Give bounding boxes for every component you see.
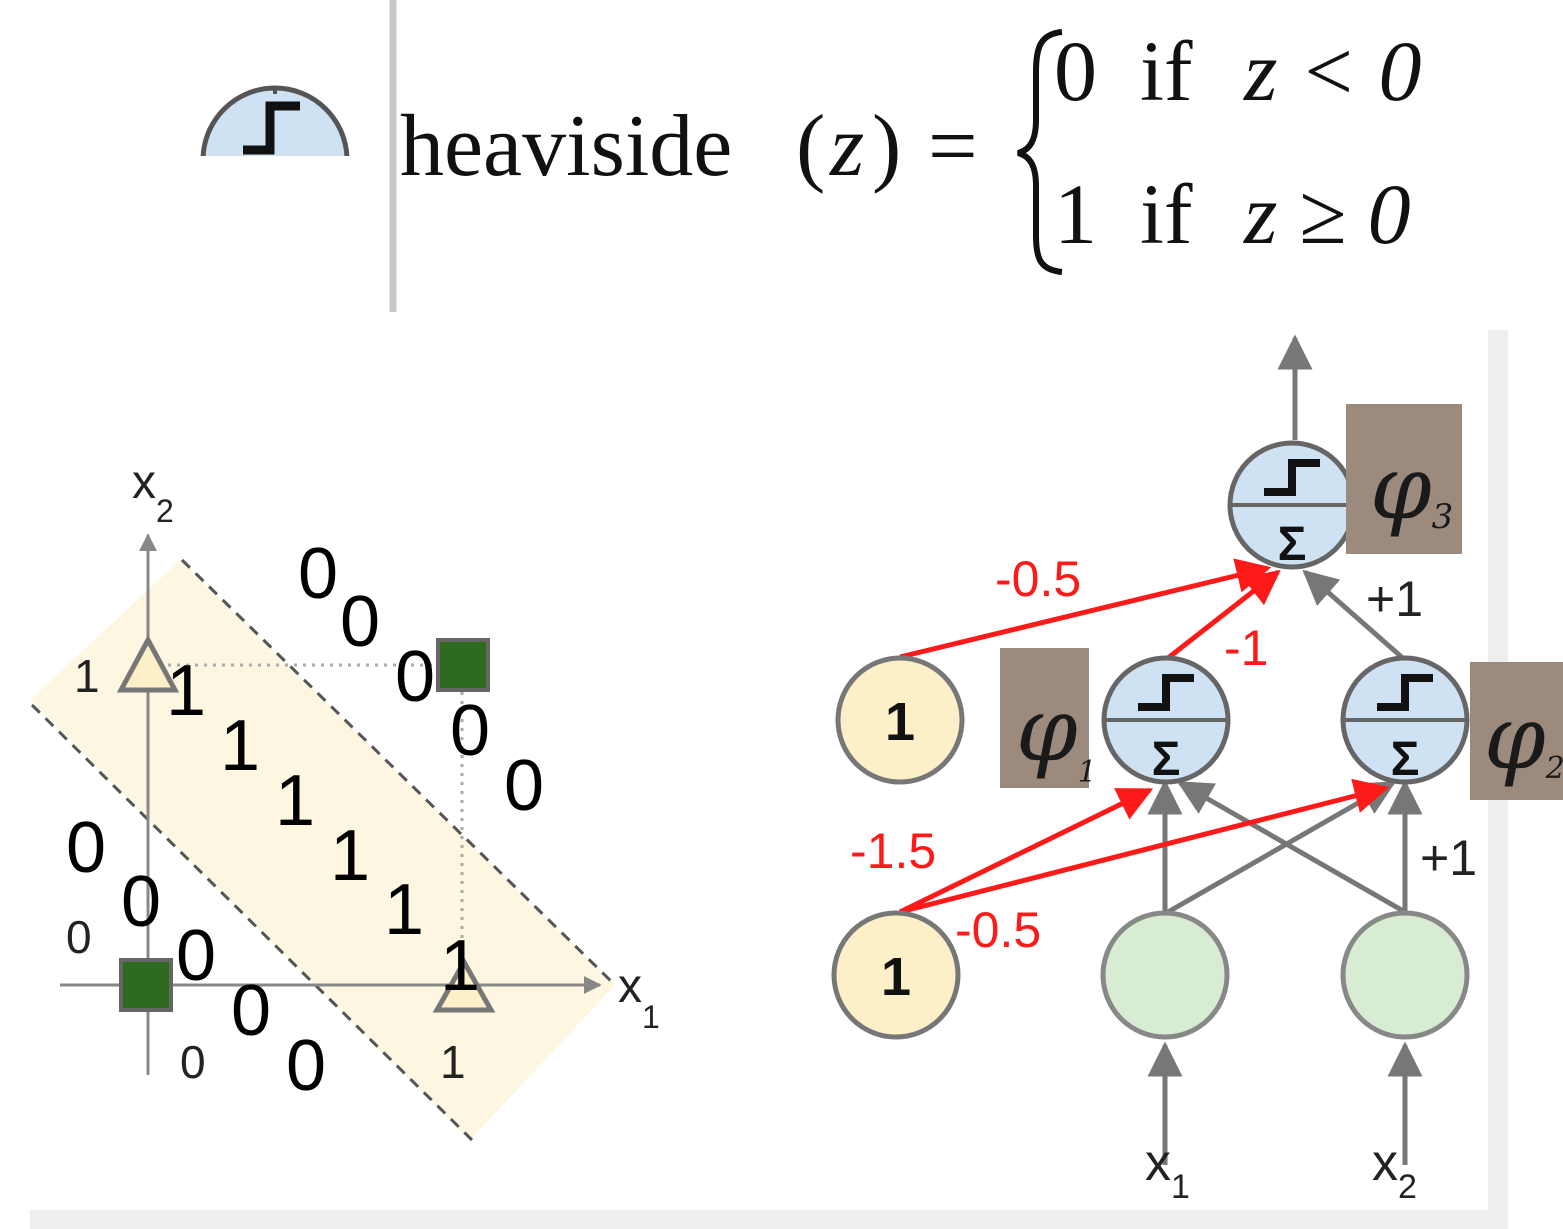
formula-lhs-open: ( bbox=[796, 98, 825, 195]
mlp-network: 1 1 Σ Σ Σ x1 x2 -0.5 -1 +1 -1.5 -0.5 +1 … bbox=[831, 334, 1563, 1206]
tick-x-1: 1 bbox=[440, 1036, 466, 1088]
annotation-zero: 0 bbox=[286, 1026, 326, 1106]
annotation-one: 1 bbox=[275, 761, 315, 841]
output-sum: Σ bbox=[1278, 518, 1307, 571]
annotation-zero: 0 bbox=[504, 746, 544, 826]
edge-h2-out bbox=[1302, 569, 1407, 662]
class1-triangle-01 bbox=[116, 634, 180, 693]
input-x2-label: x2 bbox=[1372, 1134, 1417, 1206]
edge-x2-h1 bbox=[1176, 780, 1407, 915]
step-icon bbox=[1138, 674, 1194, 711]
hidden-node-2 bbox=[1340, 655, 1470, 785]
edge-bias-bottom-h2 bbox=[899, 778, 1390, 915]
edge-bias-top-out bbox=[899, 558, 1272, 660]
case2-value: 1 bbox=[1054, 166, 1097, 262]
hidden-2-sum: Σ bbox=[1391, 733, 1420, 786]
case1-if: if bbox=[1140, 23, 1193, 119]
panel-shadow-bottom bbox=[30, 1210, 1508, 1229]
annotation-zero: 0 bbox=[121, 862, 161, 942]
y-axis-label: x2 bbox=[132, 456, 174, 529]
annotation-zero: 0 bbox=[231, 971, 271, 1051]
annotation-one: 1 bbox=[220, 706, 260, 786]
class0-square-origin bbox=[119, 958, 173, 1012]
hidden-node-1 bbox=[1101, 655, 1231, 785]
annotation-zero: 0 bbox=[450, 691, 490, 771]
weight-bias-top-out: -0.5 bbox=[995, 551, 1081, 607]
annotation-zero: 0 bbox=[395, 637, 435, 717]
annotation-zero: 0 bbox=[66, 808, 106, 888]
phi-2-annotation: φ2 bbox=[1470, 662, 1563, 800]
weight-h2-out: +1 bbox=[1366, 571, 1423, 627]
bias-top-label: 1 bbox=[885, 692, 915, 752]
case1-condition: z < 0 bbox=[1243, 23, 1422, 119]
annotation-zero: 0 bbox=[298, 534, 338, 614]
input-x1-label: x1 bbox=[1145, 1134, 1190, 1206]
weight-h1-out: -1 bbox=[1224, 620, 1268, 676]
formula-lhs-name: heaviside bbox=[400, 98, 732, 195]
xor-plot: x1 x2 0 1 0 1 0 0 0 0 0 0 0 0 0 0 0 1 1 … bbox=[30, 456, 660, 1142]
decision-boundary-lower bbox=[30, 703, 474, 1142]
tick-y-1: 1 bbox=[74, 650, 100, 702]
phi-3-annotation: φ3 bbox=[1346, 404, 1462, 554]
annotation-one: 1 bbox=[330, 816, 370, 896]
annotation-one: 1 bbox=[440, 926, 480, 1006]
weight-bias-bottom-h1: -1.5 bbox=[850, 823, 936, 879]
hidden-1-sum: Σ bbox=[1152, 733, 1181, 786]
tick-x-0: 0 bbox=[180, 1036, 206, 1088]
edge-h1-out bbox=[1166, 569, 1281, 660]
weight-x2-h2: +1 bbox=[1420, 830, 1477, 886]
formula-lhs-close: ) bbox=[872, 98, 901, 195]
weight-bias-bottom-h2: -0.5 bbox=[955, 902, 1041, 958]
heaviside-formula: heaviside ( z ) = 0 if z < 0 1 if z ≥ 0 bbox=[400, 23, 1422, 275]
decision-boundary-upper bbox=[180, 558, 617, 987]
formula-lhs-var: z bbox=[829, 98, 864, 195]
bias-node-top bbox=[835, 655, 965, 785]
input-node-x2 bbox=[1340, 910, 1470, 1040]
svg-text:φ3: φ3 bbox=[1370, 436, 1453, 539]
tick-y-0: 0 bbox=[66, 911, 92, 963]
heaviside-icon bbox=[200, 85, 350, 156]
formula-equals: = bbox=[928, 98, 978, 195]
x-axis-label: x1 bbox=[618, 960, 660, 1035]
edge-bias-bottom-h1 bbox=[898, 787, 1154, 915]
bias-node-bottom bbox=[831, 910, 961, 1040]
bias-bottom-label: 1 bbox=[881, 947, 911, 1007]
input-node-x1 bbox=[1100, 910, 1230, 1040]
annotation-zero: 0 bbox=[176, 916, 216, 996]
annotation-zero: 0 bbox=[340, 582, 380, 662]
step-icon bbox=[1264, 459, 1320, 496]
formula-brace bbox=[1017, 29, 1063, 275]
case2-condition: z ≥ 0 bbox=[1243, 166, 1411, 262]
class0-square-11 bbox=[436, 638, 490, 692]
phi-1-annotation: φ1 bbox=[1000, 648, 1097, 790]
class1-triangle-10 bbox=[432, 956, 496, 1013]
annotation-one: 1 bbox=[166, 651, 206, 731]
case1-value: 0 bbox=[1054, 23, 1097, 119]
case2-if: if bbox=[1140, 166, 1193, 262]
step-icon bbox=[1377, 674, 1433, 711]
svg-text:φ2: φ2 bbox=[1484, 686, 1563, 789]
svg-text:φ1: φ1 bbox=[1016, 678, 1097, 790]
annotation-one: 1 bbox=[384, 870, 424, 950]
